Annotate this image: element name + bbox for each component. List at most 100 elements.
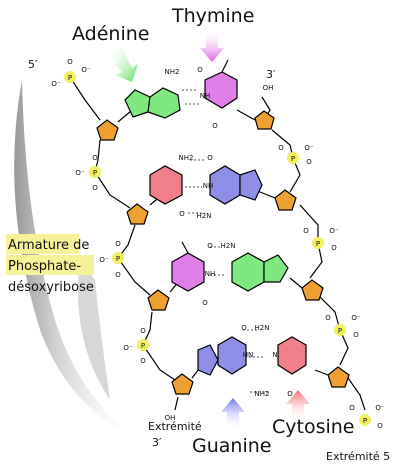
svg-text:O: O [303, 227, 309, 235]
cytosine-arrow [286, 390, 310, 422]
backbone-label-line2: Phosphate- [8, 259, 81, 274]
sugar-2 [254, 110, 275, 130]
svg-text:O: O [140, 327, 146, 335]
cytosine-row2 [149, 165, 183, 205]
phosphorus-labels: P P P P P P P P [68, 74, 367, 425]
svg-text:H2N: H2N [221, 242, 236, 250]
phosphate-7 [334, 324, 346, 336]
sugar-1 [96, 119, 119, 141]
svg-text:O: O [212, 122, 218, 130]
svg-text:O: O [287, 390, 293, 398]
svg-text:O: O [331, 244, 337, 252]
adenine-row3 [231, 252, 289, 292]
svg-text:HN: HN [243, 351, 254, 359]
svg-text:O: O [241, 324, 247, 332]
sugar-5 [147, 289, 170, 311]
hydrogen-bonds [182, 89, 268, 393]
svg-text:O⁻: O⁻ [75, 169, 85, 177]
backbone-bracket-right [78, 260, 110, 400]
sugar-7 [171, 373, 194, 395]
svg-text:O⁻: O⁻ [351, 314, 361, 322]
backbone-label-line1: Armature de [8, 238, 89, 253]
label-adenine: Adénine [72, 23, 149, 45]
label-cytosine: Cytosine [272, 416, 355, 438]
end-5-bottom: Extrémité 5 [326, 450, 390, 463]
sugar-6 [301, 279, 324, 301]
svg-text:P: P [141, 342, 145, 350]
svg-text:O⁻: O⁻ [375, 404, 385, 412]
svg-text:O⁻: O⁻ [123, 344, 133, 352]
label-thymine: Thymine [171, 5, 254, 27]
sugar-8 [327, 366, 350, 388]
base-atoms: NH2 O NH O OH NH2 O NH O H2N O H2N NH O … [165, 66, 294, 422]
svg-text:NH: NH [200, 92, 211, 100]
svg-text:O: O [115, 240, 121, 248]
backbone-hl-1 [6, 234, 79, 254]
thymine-row3 [171, 241, 205, 292]
backbone-label-line3: désoxyribose [8, 280, 94, 295]
svg-text:O⁻: O⁻ [99, 256, 109, 264]
backbone-hl-2 [6, 255, 94, 275]
phosphate-2 [89, 166, 101, 178]
adenine-top [124, 87, 181, 119]
end-3-bottom-1: Extrémité [148, 420, 202, 433]
svg-text:O: O [306, 158, 312, 166]
svg-text:OH: OH [165, 414, 176, 422]
svg-text:O: O [207, 242, 213, 250]
guanine-row2 [209, 165, 263, 205]
thymine-arrow [200, 28, 224, 62]
phosphate-5 [287, 152, 299, 164]
svg-text:O: O [115, 271, 121, 279]
svg-text:NH2: NH2 [255, 390, 270, 398]
sugar-4 [274, 189, 297, 211]
label-guanine: Guanine [192, 435, 271, 457]
sugar-3 [126, 203, 149, 225]
end-5-left: 5′ [28, 58, 38, 71]
svg-text:H2N: H2N [255, 324, 270, 332]
svg-text:NH: NH [205, 270, 216, 278]
svg-text:O: O [349, 404, 355, 412]
svg-text:O⁻: O⁻ [329, 227, 339, 235]
svg-text:O: O [377, 422, 383, 430]
svg-text:P: P [93, 169, 97, 177]
svg-text:N: N [272, 351, 277, 359]
svg-text:NH: NH [203, 182, 214, 190]
end-3-bottom-2: 3′ [152, 436, 162, 449]
guanine-arrow [221, 398, 245, 430]
svg-text:P: P [68, 74, 72, 82]
guanine-row4 [197, 336, 247, 376]
svg-text:O: O [179, 210, 185, 218]
adenine-arrow [108, 48, 138, 82]
svg-text:P: P [316, 240, 320, 248]
svg-text:O: O [197, 66, 203, 74]
svg-text:NH2: NH2 [165, 68, 180, 76]
svg-text:O: O [67, 58, 73, 66]
svg-text:OH: OH [263, 84, 274, 92]
svg-text:O: O [353, 331, 359, 339]
phosphates [64, 71, 371, 426]
svg-text:P: P [116, 255, 120, 263]
phosphate-3 [112, 252, 124, 264]
svg-text:O⁻: O⁻ [51, 80, 61, 88]
svg-text:O: O [202, 299, 208, 307]
phosphate-6 [312, 237, 324, 249]
cytosine-row4 [277, 336, 307, 375]
svg-text:O: O [140, 357, 146, 365]
svg-text:O: O [207, 154, 213, 162]
svg-text:NH2: NH2 [179, 154, 194, 162]
phosphate-4 [137, 339, 149, 351]
phosphate-1 [64, 71, 76, 83]
phosphate-8 [359, 414, 371, 426]
svg-text:O: O [92, 184, 98, 192]
thymine-top [204, 59, 238, 109]
svg-text:O: O [92, 154, 98, 162]
svg-text:O: O [278, 144, 284, 152]
svg-text:P: P [291, 155, 295, 163]
sugars [96, 110, 350, 395]
svg-text:O: O [325, 314, 331, 322]
svg-text:O⁻: O⁻ [304, 144, 314, 152]
svg-text:P: P [363, 417, 367, 425]
